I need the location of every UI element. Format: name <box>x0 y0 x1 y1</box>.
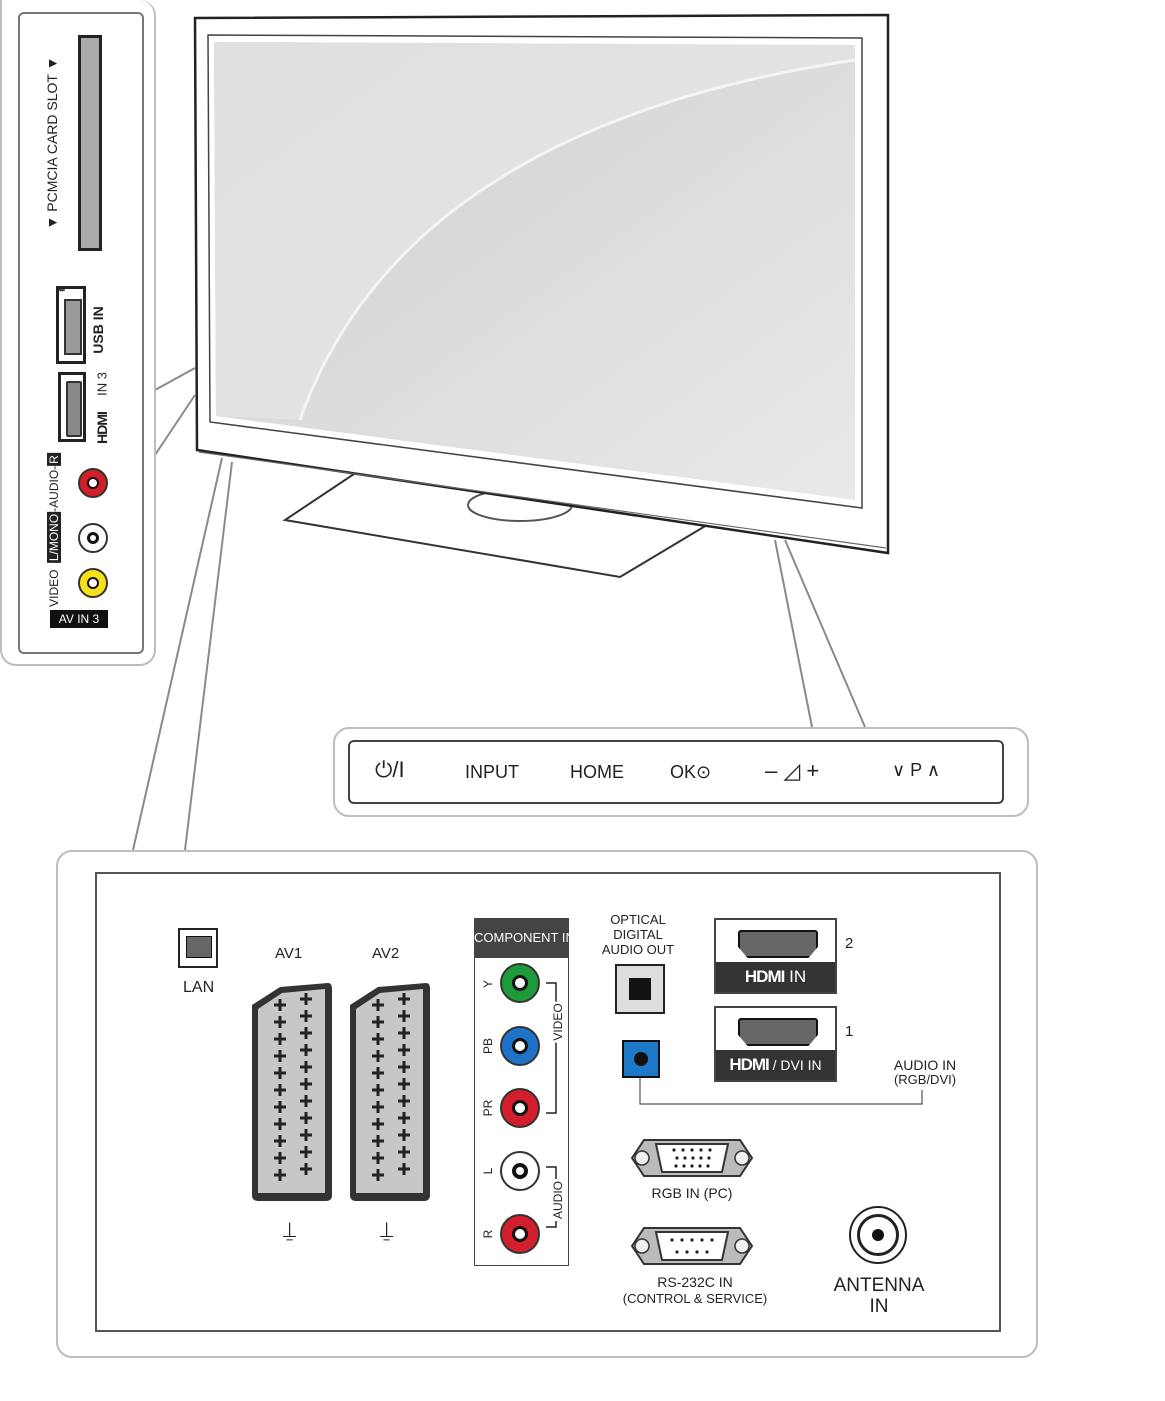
optical-out-port[interactable] <box>615 964 665 1014</box>
leader-side-2 <box>154 394 196 456</box>
av3-video-label: VIDEO <box>47 569 61 607</box>
av1-scart-icon: ⍊ <box>283 1217 297 1242</box>
component-y-jack[interactable] <box>500 963 540 1003</box>
av3-lmono-label: L/MONO <box>47 511 61 564</box>
rs232c-in-port[interactable] <box>628 1220 756 1272</box>
input-button[interactable]: INPUT <box>465 762 519 782</box>
optical-label-3: AUDIO OUT <box>601 942 675 957</box>
volume-buttons[interactable]: – ◿ + <box>765 758 820 783</box>
usb-label: USB IN <box>90 306 106 354</box>
optical-label-1: OPTICAL <box>610 912 666 927</box>
audio-in-label-2: (RGB/DVI) <box>893 1072 957 1087</box>
av2-scart-icon: ⍊ <box>380 1217 394 1242</box>
hdmi-dvi-in1-port[interactable]: HDMI / DVI IN <box>714 1006 837 1082</box>
hdmi2-suffix: IN <box>789 967 807 986</box>
usb-port[interactable] <box>56 286 86 364</box>
antenna-label-2: IN <box>869 1296 889 1317</box>
antenna-label-1: ANTENNA <box>833 1275 925 1296</box>
program-buttons[interactable]: ∨ P ∧ <box>892 760 941 780</box>
leader-rear <box>132 457 223 851</box>
power-button[interactable]: ⏻/I <box>375 757 405 782</box>
ok-button[interactable]: OK⊙ <box>670 762 712 782</box>
component-in-label: COMPONENT IN <box>474 918 575 958</box>
component-video-label: VIDEO <box>551 1001 565 1043</box>
component-audio-r-jack[interactable] <box>500 1214 540 1254</box>
control-bar-inner <box>348 740 1004 804</box>
component-audio-l-jack[interactable] <box>500 1151 540 1191</box>
component-r-label: R <box>481 1229 495 1239</box>
av3-audio-l-jack[interactable] <box>78 523 108 553</box>
usb-icon: ⭻ <box>52 287 69 293</box>
home-button[interactable]: HOME <box>570 762 624 782</box>
lan-port[interactable] <box>178 928 218 968</box>
rear-panel-inner <box>95 872 1001 1332</box>
rs232c-label-2: (CONTROL & SERVICE) <box>622 1291 768 1306</box>
antenna-in-port[interactable] <box>849 1206 907 1264</box>
hdmi2-brand: HDMI <box>744 967 785 986</box>
av-row-labels: VIDEO L/MONO-AUDIO-R <box>47 453 61 607</box>
leader-controls-2 <box>784 539 866 728</box>
hdmi1-brand: HDMI <box>729 1055 769 1074</box>
component-pr-label: PR <box>481 1099 495 1117</box>
audio-in-label-1: AUDIO IN <box>893 1057 957 1073</box>
audio-in-leader <box>639 1078 923 1105</box>
av1-label: AV1 <box>275 945 303 962</box>
av3-video-jack[interactable] <box>78 568 108 598</box>
leader-rear-2 <box>184 461 233 851</box>
hdmi2-number: 2 <box>845 935 854 952</box>
component-pb-label: PB <box>481 1037 495 1055</box>
pcmcia-slot[interactable] <box>78 35 102 251</box>
leader-controls <box>774 539 813 728</box>
side-panel-inner <box>18 12 144 654</box>
component-audio-label: AUDIO <box>551 1178 565 1222</box>
leader-side <box>154 367 196 391</box>
tv-screen-reflection <box>214 42 855 420</box>
hdmi3-label: IN 3 <box>94 372 110 396</box>
hdmi3-brand: HDMI <box>94 412 110 444</box>
lan-label: LAN <box>183 979 215 996</box>
rgb-in-port[interactable] <box>628 1132 756 1184</box>
optical-label-2: DIGITAL <box>613 927 663 942</box>
av3-r-label: R <box>47 453 61 466</box>
av-in3-label: AV IN 3 <box>50 610 108 628</box>
hdmi1-suffix: / DVI IN <box>772 1057 822 1073</box>
rs232c-label-1: RS-232C IN <box>657 1274 733 1290</box>
hdmi-in3-port[interactable] <box>58 372 86 442</box>
scart-connectors <box>252 983 430 1201</box>
av3-audio-label: -AUDIO- <box>47 465 61 512</box>
component-y-label: Y <box>481 979 495 989</box>
component-l-label: L <box>481 1167 495 1175</box>
component-pb-jack[interactable] <box>500 1026 540 1066</box>
rgb-in-label: RGB IN (PC) <box>651 1185 733 1201</box>
av2-label: AV2 <box>372 945 400 962</box>
pcmcia-label: ▼ PCMCIA CARD SLOT ▼ <box>44 56 60 230</box>
scart-av2[interactable] <box>350 983 430 1201</box>
hdmi-in2-port[interactable]: HDMI IN <box>714 918 837 994</box>
av3-audio-r-jack[interactable] <box>78 468 108 498</box>
hdmi1-number: 1 <box>845 1023 854 1040</box>
component-pr-jack[interactable] <box>500 1088 540 1128</box>
audio-in-rgb-dvi-jack[interactable] <box>622 1040 660 1078</box>
scart-av1[interactable] <box>252 983 332 1201</box>
